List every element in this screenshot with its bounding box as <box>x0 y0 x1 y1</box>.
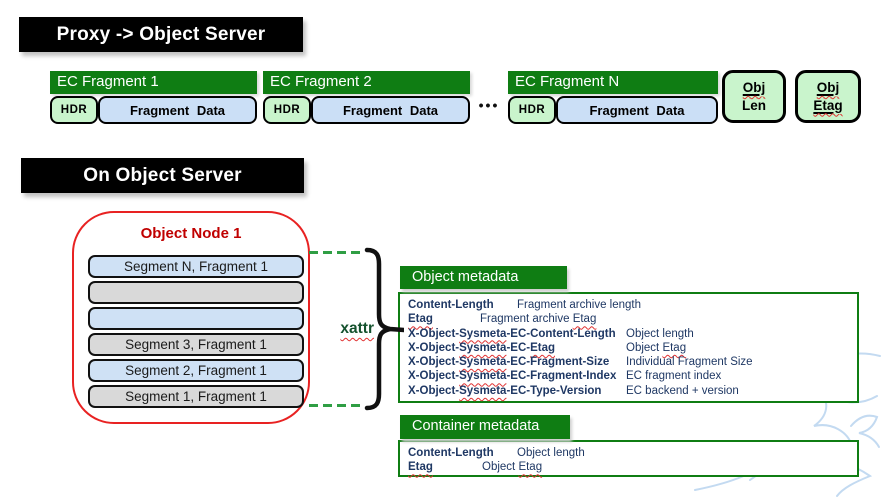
obj-len-line1-wrap: Obj <box>743 79 766 97</box>
squiggle-word: Etag <box>408 461 433 474</box>
container-metadata-banner: Container metadata <box>400 415 570 439</box>
segment-box: Segment 3, Fragment 1 <box>88 333 304 356</box>
segment-box: Segment 2, Fragment 1 <box>88 359 304 382</box>
metadata-row: X-Object-Sysmeta-EC-Etag Object Etag <box>408 341 849 355</box>
xattr-label: xattr <box>340 320 374 337</box>
metadata-value: Fragment archive length <box>517 299 642 311</box>
metadata-key: Content-Length <box>408 447 494 459</box>
metadata-row: Content-Length Object length <box>408 446 849 460</box>
on-object-server-banner: On Object Server <box>21 158 304 193</box>
ec-fragment-n-header: EC Fragment N <box>508 71 718 94</box>
metadata-key: X-Object-Sysmeta-EC-Fragment-Index <box>408 370 617 383</box>
metadata-row: X-Object-Sysmeta-EC-Fragment-Size Individ… <box>408 355 849 369</box>
squiggle-word: Etag <box>572 313 597 326</box>
squiggle-word: Etag <box>530 341 555 354</box>
hdr-box: HDR <box>263 96 311 124</box>
squiggle-word: Etag <box>408 313 433 326</box>
obj-etag-box: Obj Etag <box>795 70 861 123</box>
squiggle-word: Sysmeta <box>459 370 507 383</box>
fragment-data-box: Fragment Data <box>556 96 718 124</box>
segment-box <box>88 307 304 330</box>
obj-len-box: Obj Len <box>722 70 786 123</box>
ec-fragment-1-header: EC Fragment 1 <box>50 71 257 94</box>
ec-fragment-2-row: HDR Fragment Data <box>263 96 470 124</box>
squiggle-word: Sysmeta <box>459 356 507 369</box>
segment-box <box>88 281 304 304</box>
metadata-value: Fragment archive Etag <box>480 313 597 326</box>
fragment-data-box: Fragment Data <box>98 96 257 124</box>
metadata-row: X-Object-Sysmeta-EC-Type-Version EC backe… <box>408 384 849 398</box>
metadata-value: EC fragment index <box>626 370 722 383</box>
ec-fragment-1-row: HDR Fragment Data <box>50 96 257 124</box>
ec-fragment-2-header: EC Fragment 2 <box>263 71 470 94</box>
metadata-value: Object Etag <box>482 461 543 474</box>
ec-fragment-group-n: EC Fragment N HDR Fragment Data <box>508 71 718 124</box>
on-object-banner-label: On Object Server <box>83 164 242 186</box>
metadata-value: Individual Fragment Size <box>626 356 753 369</box>
segment-box: Segment 1, Fragment 1 <box>88 385 304 408</box>
segment-box: Segment N, Fragment 1 <box>88 255 304 278</box>
squiggle-word: Etag <box>518 461 543 474</box>
obj-etag-line2: Etag <box>813 97 843 113</box>
object-metadata-banner: Object metadata <box>400 266 567 289</box>
metadata-value: Object length <box>626 327 694 340</box>
metadata-row: X-Object-Sysmeta-EC-Content-Length Object… <box>408 327 849 341</box>
proxy-banner-label: Proxy -> Object Server <box>56 23 266 45</box>
xattr-connector-top <box>309 251 361 254</box>
object-node-title: Object Node 1 <box>140 225 242 242</box>
ec-fragment-n-row: HDR Fragment Data <box>508 96 718 124</box>
obj-etag-line1-wrap: Obj <box>817 79 840 97</box>
metadata-key: Content-Length <box>408 299 494 311</box>
metadata-row: X-Object-Sysmeta-EC-Fragment-Index EC fra… <box>408 369 849 383</box>
metadata-value: Object length <box>517 447 585 459</box>
metadata-key: X-Object-Sysmeta-EC-Etag <box>408 341 555 354</box>
ec-fragment-group-2: EC Fragment 2 HDR Fragment Data <box>263 71 470 124</box>
segment-stack: Segment N, Fragment 1 Segment 3, Fragment… <box>88 255 304 411</box>
proxy-object-server-banner: Proxy -> Object Server <box>19 17 303 52</box>
obj-len-line1: Obj <box>742 79 766 95</box>
hdr-box: HDR <box>50 96 98 124</box>
obj-len-line2: Len <box>741 97 766 113</box>
ec-fragment-group-1: EC Fragment 1 HDR Fragment Data <box>50 71 257 124</box>
squiggle-word: Sysmeta <box>459 341 507 354</box>
squiggle-word: Sysmeta <box>459 327 507 340</box>
fragment-data-box: Fragment Data <box>311 96 470 124</box>
squiggle-word: Etag <box>662 341 687 354</box>
metadata-row: Content-Length Fragment archive length <box>408 298 849 312</box>
xattr-connector-bottom <box>309 404 361 407</box>
obj-etag-line1: Obj <box>816 79 840 95</box>
xattr-brace <box>364 247 404 411</box>
squiggle-word: Sysmeta <box>459 384 507 397</box>
metadata-key: X-Object-Sysmeta-EC-Fragment-Size <box>408 356 610 369</box>
hdr-box: HDR <box>508 96 556 124</box>
obj-etag-line2-wrap: Etag <box>813 97 842 115</box>
metadata-value: Object Etag <box>626 341 687 354</box>
metadata-key: Etag <box>408 460 482 474</box>
metadata-value: EC backend + version <box>626 384 739 397</box>
metadata-key: X-Object-Sysmeta-EC-Content-Length <box>408 327 616 340</box>
metadata-key: Etag <box>408 312 480 326</box>
metadata-key: X-Object-Sysmeta-EC-Type-Version <box>408 384 602 397</box>
ellipsis-dots: ••• <box>478 97 500 113</box>
